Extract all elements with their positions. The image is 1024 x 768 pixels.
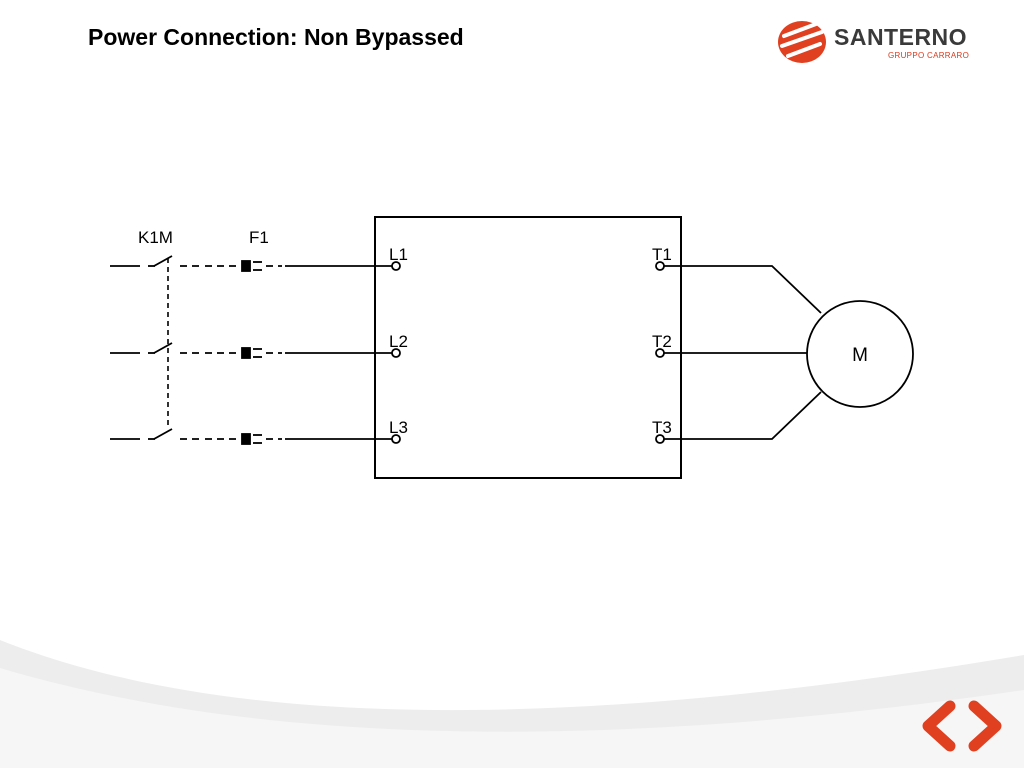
page-title: Power Connection: Non Bypassed [88, 24, 464, 50]
terminal-l3 [391, 434, 401, 444]
previous-slide-button[interactable] [916, 700, 960, 752]
chevron-left-icon [922, 700, 956, 752]
phase-1-input [110, 255, 392, 272]
output-wiring [664, 265, 822, 440]
motor-label: M [852, 345, 868, 366]
logo-name: SANTERNO [834, 24, 968, 50]
santerno-logo: SANTERNO GRUPPO CARRARO [776, 16, 986, 68]
terminal-label-l2: L2 [389, 332, 408, 351]
terminal-l1 [391, 261, 401, 271]
motor-symbol [806, 300, 914, 408]
next-slide-button[interactable] [962, 700, 1006, 752]
phase-2-input [110, 342, 392, 359]
terminal-l2 [391, 348, 401, 358]
terminal-label-t1: T1 [652, 245, 672, 264]
logo-subtitle: GRUPPO CARRARO [888, 51, 970, 60]
phase-3-input [110, 428, 392, 445]
contactor-label: K1M [138, 228, 173, 247]
terminal-label-t2: T2 [652, 332, 672, 351]
santerno-logo-mark-icon [778, 21, 826, 63]
terminal-label-t3: T3 [652, 418, 672, 437]
terminal-label-l3: L3 [389, 418, 408, 437]
fuse-label: F1 [249, 228, 269, 247]
terminal-label-l1: L1 [389, 245, 408, 264]
chevron-right-icon [968, 700, 1002, 752]
soft-starter-box [374, 216, 682, 479]
